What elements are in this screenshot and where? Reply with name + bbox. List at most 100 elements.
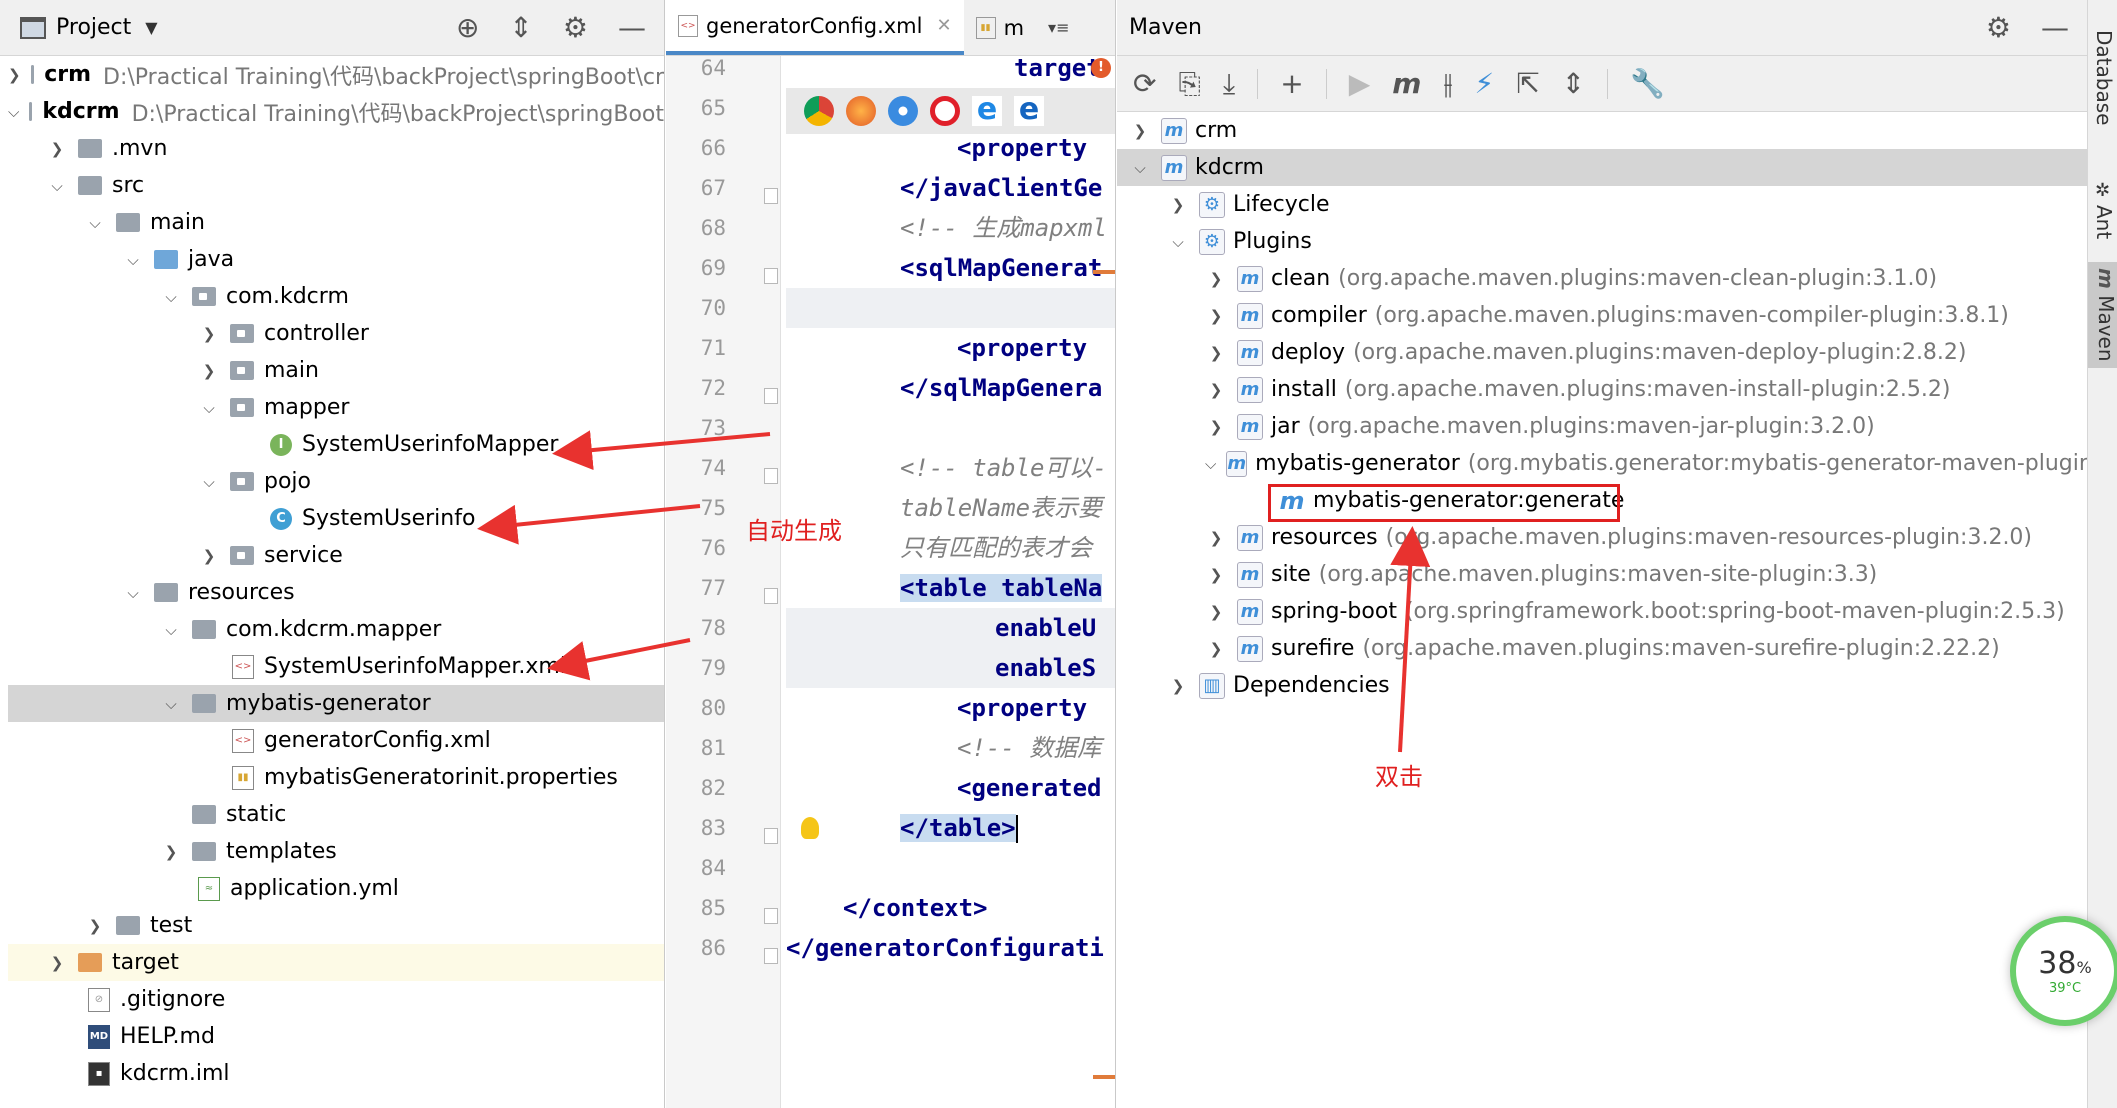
maven-dependencies[interactable]: ❯▥Dependencies <box>1117 667 2087 704</box>
tree-item-generatorconfig-xml[interactable]: <>generatorConfig.xml <box>8 722 664 759</box>
close-icon[interactable]: ✕ <box>936 15 952 36</box>
opera-icon[interactable] <box>930 96 960 126</box>
tree-item-main-pkg[interactable]: ❯main <box>202 358 319 383</box>
fold-marker-icon[interactable] <box>764 388 778 404</box>
chevron-down-icon[interactable]: ⌵ <box>1172 232 1184 251</box>
battery-widget[interactable]: 38% 39°C <box>2010 916 2117 1026</box>
generate-sources-icon[interactable]: ⎘ <box>1178 66 1201 100</box>
fold-marker-icon[interactable] <box>764 468 778 484</box>
ant-icon[interactable]: ✲ <box>2092 180 2113 201</box>
tab-generatorconfig[interactable]: <> generatorConfig.xml ✕ <box>666 0 964 55</box>
maven-plugins[interactable]: ⌵⚙Plugins <box>1117 223 2087 260</box>
chevron-right-icon[interactable]: ❯ <box>1209 380 1223 399</box>
project-title[interactable]: Project <box>56 15 132 40</box>
fold-marker-icon[interactable] <box>764 188 778 204</box>
tree-item-static[interactable]: static <box>8 796 664 833</box>
tree-item-src[interactable]: ⌵src <box>51 173 145 198</box>
chevron-right-icon[interactable]: ❯ <box>1133 121 1147 140</box>
fold-marker-icon[interactable] <box>764 908 778 924</box>
code-area[interactable]: targettarget<property</javaClientGe<!-- … <box>786 54 1115 1108</box>
fold-marker-icon[interactable] <box>764 948 778 964</box>
minimize-icon[interactable]: — <box>618 11 646 44</box>
scrollbar-marker[interactable] <box>1093 270 1115 274</box>
chevron-right-icon[interactable]: ❯ <box>1209 417 1223 436</box>
tree-item-mvn[interactable]: ❯.mvn <box>50 136 168 161</box>
chevron-right-icon[interactable]: ❯ <box>1171 195 1185 214</box>
tree-item-kdcrm-iml[interactable]: ▪kdcrm.iml <box>8 1055 664 1092</box>
tree-item-com-kdcrm-mapper[interactable]: ⌵com.kdcrm.mapper <box>165 617 442 642</box>
collapse-icon[interactable]: ⇕ <box>509 11 533 44</box>
tree-item-target[interactable]: ❯target <box>8 944 664 981</box>
chevron-right-icon[interactable]: ❯ <box>1209 306 1223 325</box>
chevron-right-icon[interactable]: ❯ <box>1209 528 1223 547</box>
scrollbar-marker[interactable] <box>1093 1075 1115 1079</box>
chevron-right-icon[interactable]: ❯ <box>1209 565 1223 584</box>
ie-icon[interactable]: e <box>972 95 1002 126</box>
tree-item-mybatis-generator[interactable]: ⌵mybatis-generator <box>8 685 664 722</box>
tree-item-application-yml[interactable]: ≈application.yml <box>8 870 664 907</box>
firefox-icon[interactable] <box>846 96 876 126</box>
tree-item-gitignore[interactable]: ⊘.gitignore <box>8 981 664 1018</box>
skip-tests-icon[interactable]: ⚡ <box>1474 67 1495 100</box>
tabs-menu-button[interactable]: ▾≡ <box>1048 18 1070 37</box>
maven-lifecycle[interactable]: ❯⚙Lifecycle <box>1117 186 2087 223</box>
maven-tool-tab[interactable]: m Maven <box>2088 262 2117 368</box>
locate-icon[interactable]: ⊕ <box>455 11 480 44</box>
tree-item-templates[interactable]: ❯templates <box>164 839 337 864</box>
tab-other[interactable]: ▮▮ m <box>964 0 1036 55</box>
tree-item-service[interactable]: ❯service <box>202 543 343 568</box>
gear-icon[interactable]: ⚙ <box>1985 11 2011 44</box>
download-icon[interactable]: ⤓ <box>1222 66 1236 100</box>
tree-item-com-kdcrm[interactable]: ⌵com.kdcrm <box>165 284 349 309</box>
tree-item-mapper[interactable]: ⌵mapper <box>203 395 350 420</box>
show-dependencies-icon[interactable]: ⇱ <box>1516 67 1540 100</box>
tree-item-resources[interactable]: ⌵resources <box>127 580 295 605</box>
chevron-down-icon[interactable]: ⌵ <box>1205 454 1217 473</box>
chevron-right-icon[interactable]: ❯ <box>1209 602 1223 621</box>
gear-icon[interactable]: ⚙ <box>562 11 588 44</box>
chevron-right-icon[interactable]: ❯ <box>1171 676 1185 695</box>
safari-icon[interactable] <box>888 96 918 126</box>
wrench-icon[interactable]: 🔧 <box>1630 67 1666 100</box>
run-icon[interactable]: ▶ <box>1348 67 1371 100</box>
tree-item-properties[interactable]: ▮▮mybatisGeneratorinit.properties <box>8 759 664 796</box>
chevron-right-icon[interactable]: ❯ <box>1209 639 1223 658</box>
tree-item-main[interactable]: ⌵main <box>89 210 205 235</box>
chrome-icon[interactable] <box>804 96 834 126</box>
lightbulb-icon[interactable] <box>801 817 819 839</box>
fold-marker-icon[interactable] <box>764 828 778 844</box>
add-icon[interactable]: + <box>1280 67 1304 100</box>
tree-item-java[interactable]: ⌵java <box>127 247 235 272</box>
fold-marker-icon[interactable] <box>764 588 778 604</box>
ant-tool-tab[interactable]: Ant <box>2092 205 2116 240</box>
chevron-right-icon[interactable]: ❯ <box>1209 269 1223 288</box>
reload-icon[interactable]: ⟳ <box>1133 67 1157 100</box>
tree-item-test[interactable]: ❯test <box>88 913 193 938</box>
tree-item-controller[interactable]: ❯controller <box>202 321 369 346</box>
error-indicator-icon[interactable]: ! <box>1091 58 1111 78</box>
minimize-icon[interactable]: — <box>2041 11 2069 44</box>
fold-marker-icon[interactable] <box>764 268 778 284</box>
database-tool-tab[interactable]: Database <box>2092 30 2116 126</box>
tree-item-systemuserinfomapper-xml[interactable]: <>SystemUserinfoMapper.xml <box>8 648 664 685</box>
chevron-down-icon[interactable]: ⌵ <box>1134 158 1146 177</box>
collapse-all-icon[interactable]: ⇕ <box>1561 67 1586 100</box>
tree-item-pojo[interactable]: ⌵pojo <box>203 469 311 494</box>
